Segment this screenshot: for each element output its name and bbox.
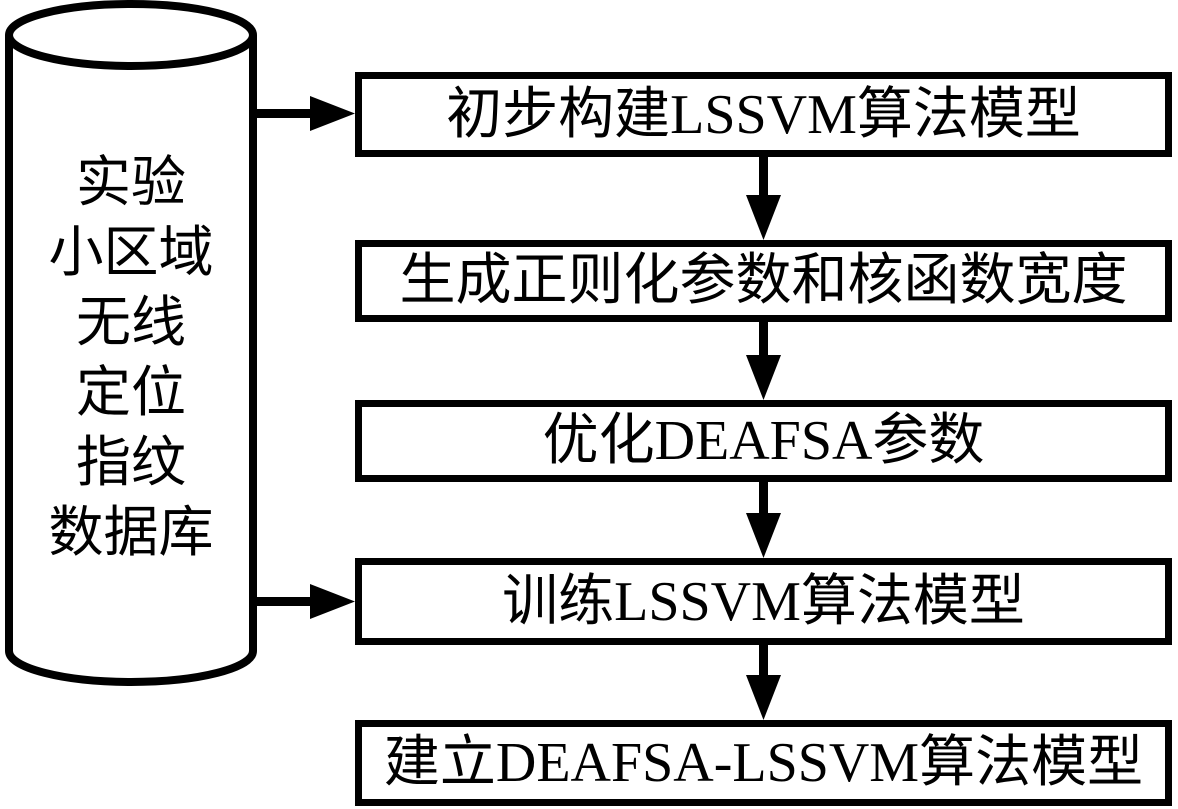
arrow-database-to-step1 — [253, 96, 355, 131]
step-box-train-lssvm: 训练LSSVM算法模型 — [355, 558, 1172, 645]
arrow-step2-to-step3 — [746, 322, 781, 400]
arrow-step1-to-step2 — [746, 157, 781, 240]
step-box-optimize-deafsa: 优化DEAFSA参数 — [355, 400, 1172, 482]
database-label-line: 无线 — [75, 292, 186, 353]
database-label-line: 实验 — [75, 152, 186, 213]
step-label: 初步构建LSSVM算法模型 — [446, 83, 1081, 146]
step-label: 训练LSSVM算法模型 — [502, 570, 1025, 633]
database-label: 实验 小区域 无线 定位 指纹 数据库 — [8, 148, 254, 568]
step-label: 建立DEAFSA-LSSVM算法模型 — [383, 732, 1144, 794]
database-label-line: 数据库 — [48, 502, 214, 563]
step-label: 优化DEAFSA参数 — [542, 410, 985, 472]
step-box-generate-params: 生成正则化参数和核函数宽度 — [355, 240, 1172, 322]
arrow-step3-to-step4 — [746, 480, 781, 558]
arrow-step4-to-step5 — [746, 645, 781, 720]
cylinder-bottom-arc — [5, 650, 257, 686]
arrow-database-to-step4 — [253, 584, 355, 619]
database-label-line: 小区域 — [48, 222, 214, 283]
step-box-build-lssvm: 初步构建LSSVM算法模型 — [355, 72, 1172, 157]
database-label-line: 指纹 — [75, 432, 186, 493]
database-cylinder-shape — [5, 0, 257, 686]
step-box-establish-model: 建立DEAFSA-LSSVM算法模型 — [355, 720, 1172, 806]
step-label: 生成正则化参数和核函数宽度 — [399, 250, 1128, 312]
cylinder-top-ellipse — [5, 0, 257, 70]
database-label-line: 定位 — [75, 362, 186, 423]
